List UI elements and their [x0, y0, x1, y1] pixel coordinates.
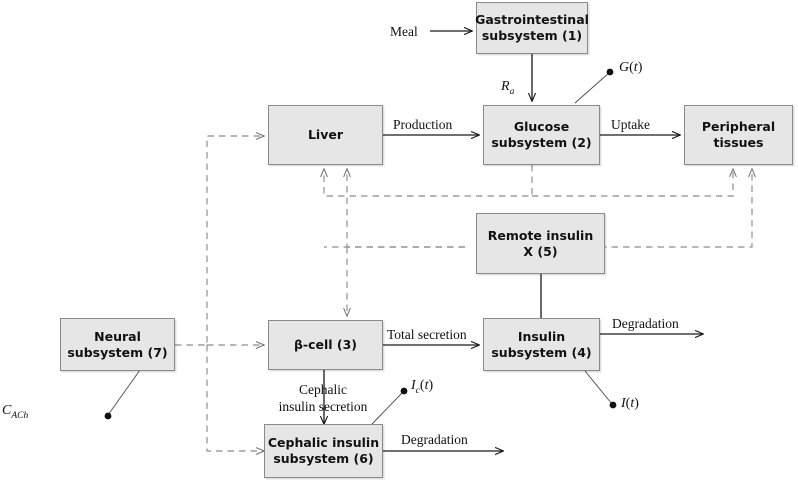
box-beta-line1: β-cell (3) [293, 337, 358, 353]
signal-line-g [574, 71, 611, 104]
signal-dots [104, 68, 617, 420]
box-remote-insulin[interactable]: Remote insulin X (5) [476, 213, 605, 274]
dot-cach [104, 412, 112, 420]
edge-feedback-glucose-to-peripheral [532, 169, 733, 197]
box-remote-line1: Remote insulin [487, 227, 594, 243]
box-peripheral-tissues[interactable]: Peripheral tissues [684, 105, 793, 165]
box-neural-subsystem[interactable]: Neural subsystem (7) [60, 318, 175, 371]
box-glucose-line1: Glucose [513, 119, 570, 135]
box-gi-line1: Gastrointestinal [475, 12, 589, 28]
label-uptake: Uptake [611, 117, 650, 132]
box-glucose-subsystem[interactable]: Glucose subsystem (2) [483, 105, 600, 165]
label-degradation-insulin: Degradation [612, 316, 679, 331]
box-gastrointestinal-subsystem[interactable]: Gastrointestinal subsystem (1) [475, 2, 589, 54]
edge-feedback-neural-to-liver [175, 136, 264, 346]
label-signal-cach: CACh [2, 403, 29, 421]
label-degradation-cephalic: Degradation [401, 432, 468, 447]
box-neural-line2: subsystem (7) [67, 344, 168, 360]
edge-feedback-neural-to-cephalic [206, 345, 264, 451]
box-insulin-subsystem[interactable]: Insulin subsystem (4) [483, 318, 600, 371]
box-gi-line2: subsystem (1) [481, 28, 583, 43]
edge-feedback-remote-to-peripheral [600, 169, 752, 248]
label-signal-g-t: G(t) [619, 60, 643, 75]
label-production: Production [393, 117, 453, 132]
box-peripheral-line1: Peripheral [701, 119, 776, 135]
label-ra: Ra [501, 79, 515, 97]
box-cephalic-insulin-subsystem[interactable]: Cephalic insulin subsystem (6) [264, 424, 383, 478]
box-beta-cell[interactable]: β-cell (3) [268, 320, 383, 370]
box-liver[interactable]: Liver [268, 105, 383, 165]
box-cephalic-line2: subsystem (6) [273, 451, 374, 466]
label-signal-ic-t: Ic(t) [411, 378, 434, 396]
box-cephalic-line1: Cephalic insulin [267, 435, 380, 451]
dot-ic [400, 387, 408, 395]
label-meal: Meal [390, 24, 418, 39]
label-cephalic-line2: insulin secretion [278, 399, 368, 414]
dot-g [606, 68, 614, 76]
dot-i [609, 401, 617, 409]
box-insulin-line2: subsystem (4) [491, 344, 592, 360]
signal-line-ic [371, 391, 404, 425]
box-peripheral-line2: tissues [713, 135, 764, 150]
box-liver-line1: Liver [307, 127, 344, 143]
edge-feedback-remote-to-liver [347, 169, 465, 248]
signal-line-cach [107, 369, 141, 416]
label-total-secretion: Total secretion [387, 327, 467, 342]
label-signal-i-t: I(t) [621, 396, 639, 411]
label-cephalic-line1: Cephalic [299, 382, 347, 397]
box-neural-line1: Neural [94, 328, 141, 344]
box-glucose-line2: subsystem (2) [491, 135, 592, 150]
signal-line-i [584, 370, 613, 405]
edge-feedback-glucose-to-liver [324, 165, 533, 197]
box-remote-line2: X (5) [523, 243, 558, 259]
box-insulin-line1: Insulin [517, 328, 566, 344]
